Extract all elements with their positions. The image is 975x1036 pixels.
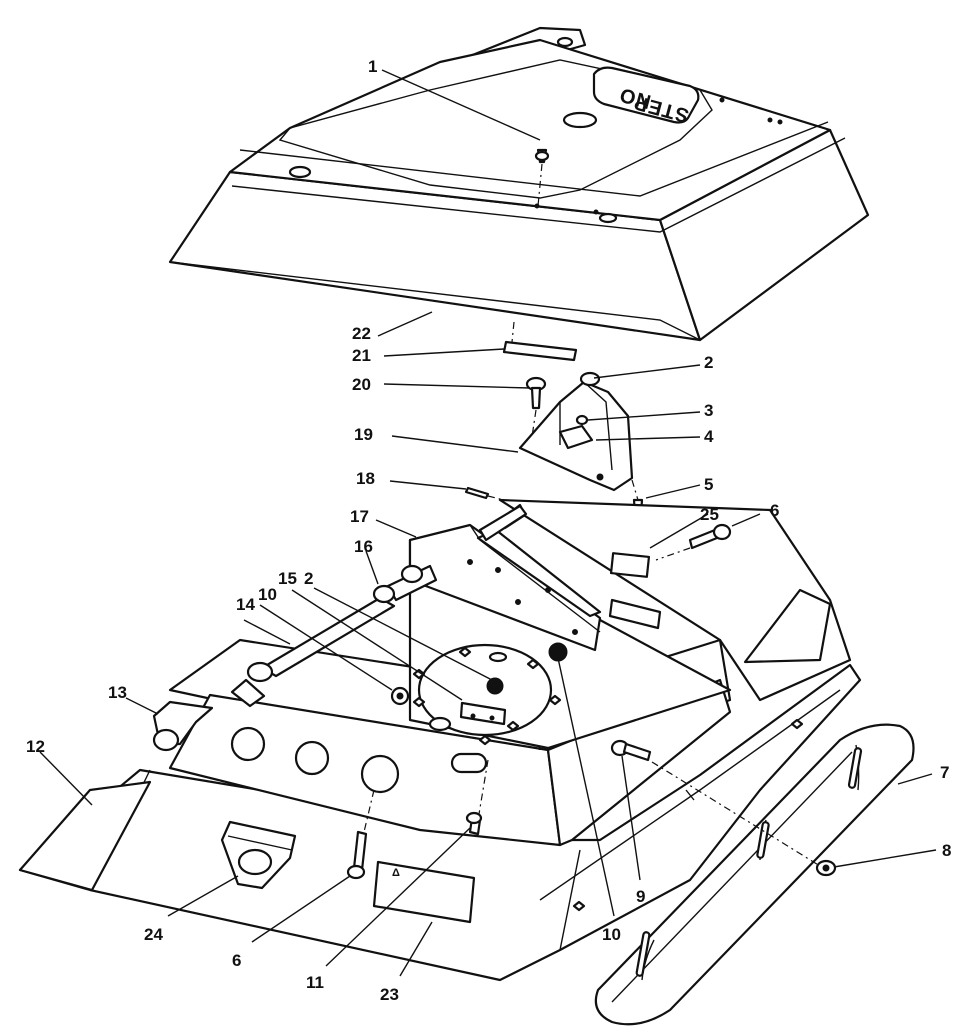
callout-4: 4 (704, 427, 714, 446)
callout-11: 11 (306, 973, 324, 992)
callout-19: 19 (354, 425, 373, 444)
chassis-base: B (18, 498, 862, 982)
rivet-part-1 (534, 148, 550, 209)
nut-part-2 (579, 371, 601, 387)
callout-labels: 1 2 2 3 4 5 6 6 7 8 9 10 10 11 12 13 14 … (26, 57, 951, 1004)
callout-6-front: 6 (232, 951, 241, 970)
pad-part-4 (558, 424, 594, 450)
callout-2-top: 2 (704, 353, 713, 372)
callout-1: 1 (368, 57, 377, 76)
callout-2-mid: 2 (304, 569, 313, 588)
svg-text:Δ: Δ (392, 867, 400, 879)
pin-part-18 (464, 486, 521, 505)
callout-8: 8 (942, 841, 951, 860)
callout-7: 7 (940, 763, 949, 782)
callout-21: 21 (352, 346, 371, 365)
callout-22: 22 (352, 324, 371, 343)
callout-13: 13 (108, 683, 127, 702)
plate-part-21 (502, 321, 578, 362)
hardware-bolts (346, 523, 732, 880)
callout-6-right: 6 (770, 501, 779, 520)
callout-3: 3 (704, 401, 713, 420)
callout-5: 5 (704, 475, 713, 494)
callout-23: 23 (380, 985, 399, 1004)
callout-18: 18 (356, 469, 375, 488)
washer-part-3 (575, 414, 589, 426)
callout-12: 12 (26, 737, 45, 756)
callout-17: 17 (350, 507, 369, 526)
hood-cover: NO STEP (168, 26, 870, 342)
callout-24: 24 (144, 925, 163, 944)
callout-15: 15 (278, 569, 297, 588)
callout-10-right: 10 (602, 925, 621, 944)
bracket-part-19 (518, 371, 634, 492)
no-step-decal: NO STEP (592, 66, 700, 126)
callout-9: 9 (636, 887, 645, 906)
callout-14: 14 (236, 595, 255, 614)
leader-lines (39, 69, 937, 977)
callout-10-left: 10 (258, 585, 277, 604)
callout-20: 20 (352, 375, 371, 394)
bolt-part-20 (525, 376, 547, 451)
callout-16: 16 (354, 537, 373, 556)
callout-25: 25 (700, 505, 719, 524)
skid-rail-part-7 (594, 723, 915, 1026)
